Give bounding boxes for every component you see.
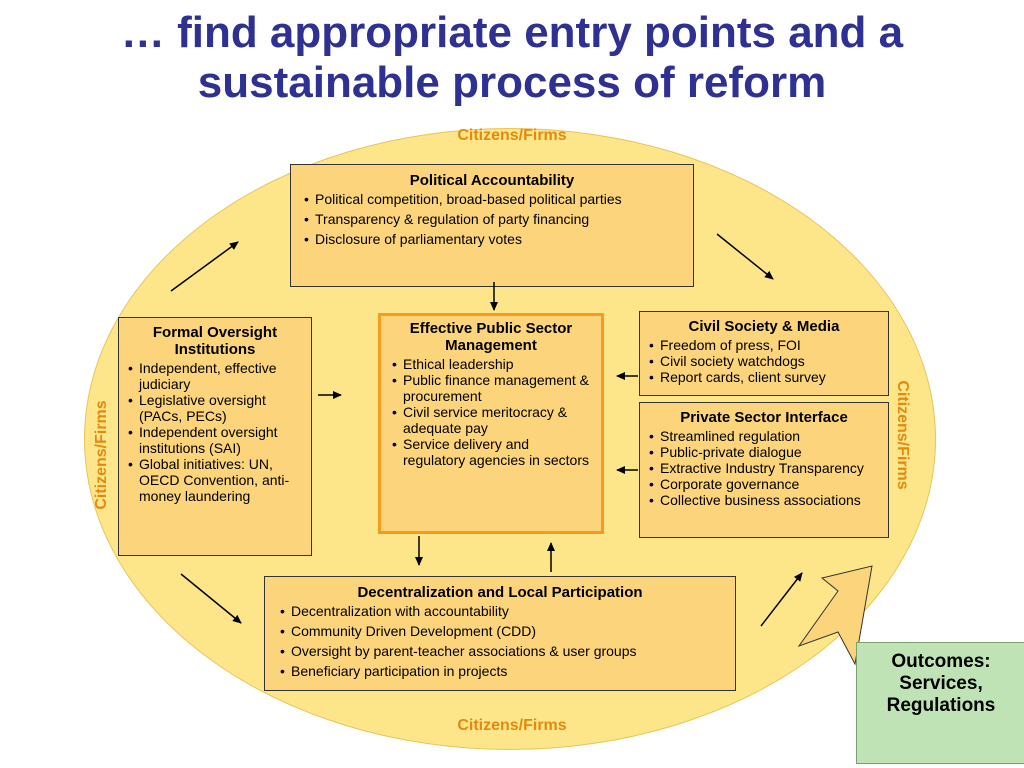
list-item: Beneficiary participation in projects bbox=[279, 663, 721, 680]
formal-oversight-box: Formal Oversight Institutions Independen… bbox=[118, 317, 312, 556]
slide-title: … find appropriate entry points and a su… bbox=[120, 8, 904, 107]
list-item: Public finance management & procurement bbox=[391, 372, 591, 404]
list-item: Streamlined regulation bbox=[648, 428, 880, 444]
list-item: Extractive Industry Transparency bbox=[648, 460, 880, 476]
citizens-label-top: Citizens/Firms bbox=[457, 127, 567, 144]
list-item: Independent, effective judiciary bbox=[127, 360, 303, 392]
list-item: Global initiatives: UN, OECD Convention,… bbox=[127, 456, 303, 504]
list-item: Public-private dialogue bbox=[648, 444, 880, 460]
decentralization-list: Decentralization with accountability Com… bbox=[279, 603, 721, 680]
list-item: Corporate governance bbox=[648, 476, 880, 492]
citizens-label-left-text: Citizens/Firms bbox=[93, 400, 110, 510]
political-accountability-heading: Political Accountability bbox=[409, 172, 575, 189]
formal-oversight-list: Independent, effective judiciary Legisla… bbox=[127, 360, 303, 504]
outcomes-line-2: Services, bbox=[899, 673, 983, 694]
private-sector-heading: Private Sector Interface bbox=[680, 409, 848, 426]
list-item: Community Driven Development (CDD) bbox=[279, 623, 721, 640]
list-item: Report cards, client survey bbox=[648, 369, 880, 385]
outcomes-line-3: Regulations bbox=[886, 695, 996, 716]
outcomes-line-1: Outcomes: bbox=[891, 651, 991, 672]
list-item: Oversight by parent-teacher associations… bbox=[279, 643, 721, 660]
effective-public-sector-box: Effective Public Sector Management Ethic… bbox=[378, 313, 604, 534]
list-item: Transparency & regulation of party finan… bbox=[303, 211, 681, 228]
list-item: Disclosure of parliamentary votes bbox=[303, 231, 681, 248]
list-item: Collective business associations bbox=[648, 492, 880, 508]
list-item: Independent oversight institutions (SAI) bbox=[127, 424, 303, 456]
list-item: Decentralization with accountability bbox=[279, 603, 721, 620]
political-accountability-list: Political competition, broad-based polit… bbox=[303, 191, 681, 248]
private-sector-list: Streamlined regulation Public-private di… bbox=[648, 428, 880, 508]
list-item: Freedom of press, FOI bbox=[648, 337, 880, 353]
list-item: Service delivery and regulatory agencies… bbox=[391, 436, 591, 468]
effective-public-sector-list: Ethical leadership Public finance manage… bbox=[391, 356, 591, 468]
decentralization-box: Decentralization and Local Participation… bbox=[264, 576, 736, 691]
list-item: Civil service meritocracy & adequate pay bbox=[391, 404, 591, 436]
effective-public-sector-heading: Effective Public Sector Management bbox=[409, 320, 573, 354]
political-accountability-box: Political Accountability Political compe… bbox=[290, 164, 694, 287]
civil-society-box: Civil Society & Media Freedom of press, … bbox=[639, 311, 889, 396]
civil-society-heading: Civil Society & Media bbox=[688, 318, 840, 335]
list-item: Legislative oversight (PACs, PECs) bbox=[127, 392, 303, 424]
decentralization-heading: Decentralization and Local Participation bbox=[357, 584, 643, 601]
civil-society-list: Freedom of press, FOI Civil society watc… bbox=[648, 337, 880, 385]
private-sector-box: Private Sector Interface Streamlined reg… bbox=[639, 402, 889, 538]
list-item: Political competition, broad-based polit… bbox=[303, 191, 681, 208]
citizens-label-right-text: Citizens/Firms bbox=[894, 380, 911, 490]
citizens-label-bottom: Citizens/Firms bbox=[457, 717, 567, 734]
formal-oversight-heading: Formal Oversight Institutions bbox=[152, 324, 278, 358]
list-item: Civil society watchdogs bbox=[648, 353, 880, 369]
list-item: Ethical leadership bbox=[391, 356, 591, 372]
outcomes-box: Outcomes: Services, Regulations bbox=[856, 642, 1024, 764]
